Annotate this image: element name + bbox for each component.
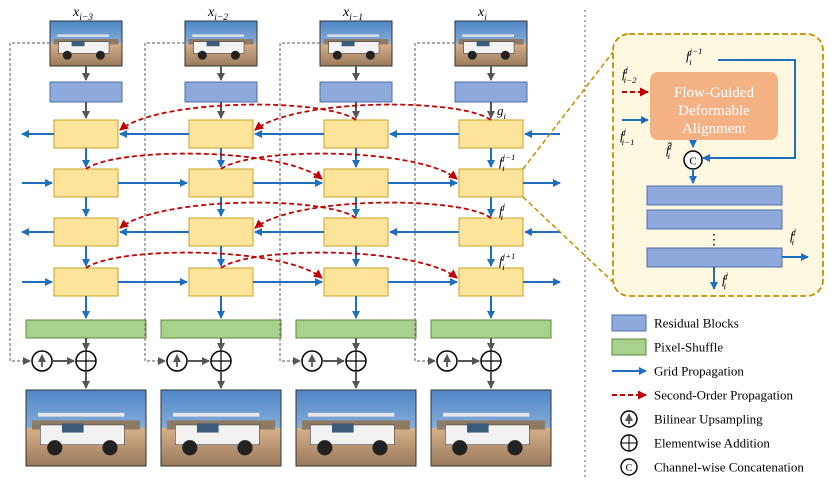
propagation-block-0-2 bbox=[53, 217, 119, 247]
zoom-line-top bbox=[522, 51, 614, 170]
input-frame-1 bbox=[184, 20, 258, 67]
residual-block-2 bbox=[319, 81, 393, 103]
inset-top-feature-path bbox=[702, 59, 796, 162]
legend-label-second: Second-Order Propagation bbox=[654, 388, 793, 403]
output-frame-1 bbox=[160, 389, 282, 467]
second-order-arc-2-2 bbox=[119, 201, 357, 229]
propagation-block-1-2 bbox=[188, 217, 254, 247]
second-order-arc-1-0 bbox=[85, 152, 323, 180]
second-order-arc-3-1 bbox=[220, 251, 458, 279]
input-label-2: xi−1 bbox=[342, 5, 363, 23]
legend-label-concat: Channel-wise Concatenation bbox=[654, 460, 804, 475]
propagation-block-1-0 bbox=[188, 119, 254, 149]
second-order-arc-0-3 bbox=[254, 103, 492, 131]
second-order-arc-0-2 bbox=[119, 103, 357, 131]
second-order-arc-1-1 bbox=[220, 152, 458, 180]
legend-swatch-residual bbox=[611, 314, 647, 332]
pixel-shuffle-0 bbox=[25, 319, 147, 339]
alignment-title-line-2: Alignment bbox=[682, 121, 747, 137]
zoom-line-bottom bbox=[522, 196, 614, 283]
legend-concat-symbol: C bbox=[626, 463, 633, 474]
label-g-i: gi bbox=[497, 103, 507, 121]
legend-label-grid: Grid Propagation bbox=[654, 364, 744, 379]
input-label-0: xi−3 bbox=[72, 5, 93, 23]
legend-swatch-concat bbox=[620, 458, 638, 476]
input-frame-3 bbox=[454, 20, 528, 67]
propagation-block-2-0 bbox=[323, 119, 389, 149]
inset-ellipsis: ⋮ bbox=[707, 233, 721, 248]
pixel-shuffle-2 bbox=[295, 319, 417, 339]
propagation-block-3-1 bbox=[458, 168, 524, 198]
propagation-block-2-1 bbox=[323, 168, 389, 198]
propagation-block-2-2 bbox=[323, 217, 389, 247]
propagation-block-3-2 bbox=[458, 217, 524, 247]
propagation-block-1-3 bbox=[188, 267, 254, 297]
pixel-shuffle-3 bbox=[430, 319, 552, 339]
pixel-shuffle-1 bbox=[160, 319, 282, 339]
legend-label-pixelshuffle: Pixel-Shuffle bbox=[654, 340, 723, 355]
output-frame-0 bbox=[25, 389, 147, 467]
legend-label-residual: Residual Blocks bbox=[654, 316, 739, 331]
inset-residual-block-0 bbox=[646, 185, 783, 206]
skip-connection-1 bbox=[144, 42, 185, 365]
input-frame-2 bbox=[319, 20, 393, 67]
legend-label-add: Elementwise Addition bbox=[654, 436, 770, 451]
propagation-block-3-3 bbox=[458, 267, 524, 297]
skip-connection-0 bbox=[9, 42, 50, 365]
output-frame-3 bbox=[430, 389, 552, 467]
alignment-title-line-1: Deformable bbox=[678, 103, 750, 119]
inset-residual-block-1 bbox=[646, 209, 783, 230]
input-label-3: xi bbox=[477, 5, 487, 23]
legend-label-upsample: Bilinear Upsampling bbox=[654, 412, 763, 427]
residual-block-3 bbox=[454, 81, 528, 103]
skip-connection-3 bbox=[414, 42, 455, 365]
propagation-block-2-3 bbox=[323, 267, 389, 297]
flow-guided-alignment-block bbox=[650, 72, 778, 140]
second-order-arc-3-0 bbox=[85, 251, 323, 279]
residual-block-1 bbox=[184, 81, 258, 103]
residual-block-0 bbox=[49, 81, 123, 103]
input-frame-0 bbox=[49, 20, 123, 67]
skip-connection-2 bbox=[279, 42, 320, 365]
legend-swatch-pixelshuffle bbox=[611, 338, 647, 356]
second-order-arc-2-3 bbox=[254, 201, 492, 229]
propagation-block-1-1 bbox=[188, 168, 254, 198]
alignment-title-line-0: Flow-Guided bbox=[674, 85, 754, 101]
input-label-1: xi−2 bbox=[207, 5, 228, 23]
concat-symbol: C bbox=[689, 156, 696, 168]
propagation-block-3-0 bbox=[458, 119, 524, 149]
propagation-block-0-1 bbox=[53, 168, 119, 198]
inset-residual-block-2 bbox=[646, 247, 783, 268]
output-frame-2 bbox=[295, 389, 417, 467]
propagation-block-0-3 bbox=[53, 267, 119, 297]
propagation-block-0-0 bbox=[53, 119, 119, 149]
